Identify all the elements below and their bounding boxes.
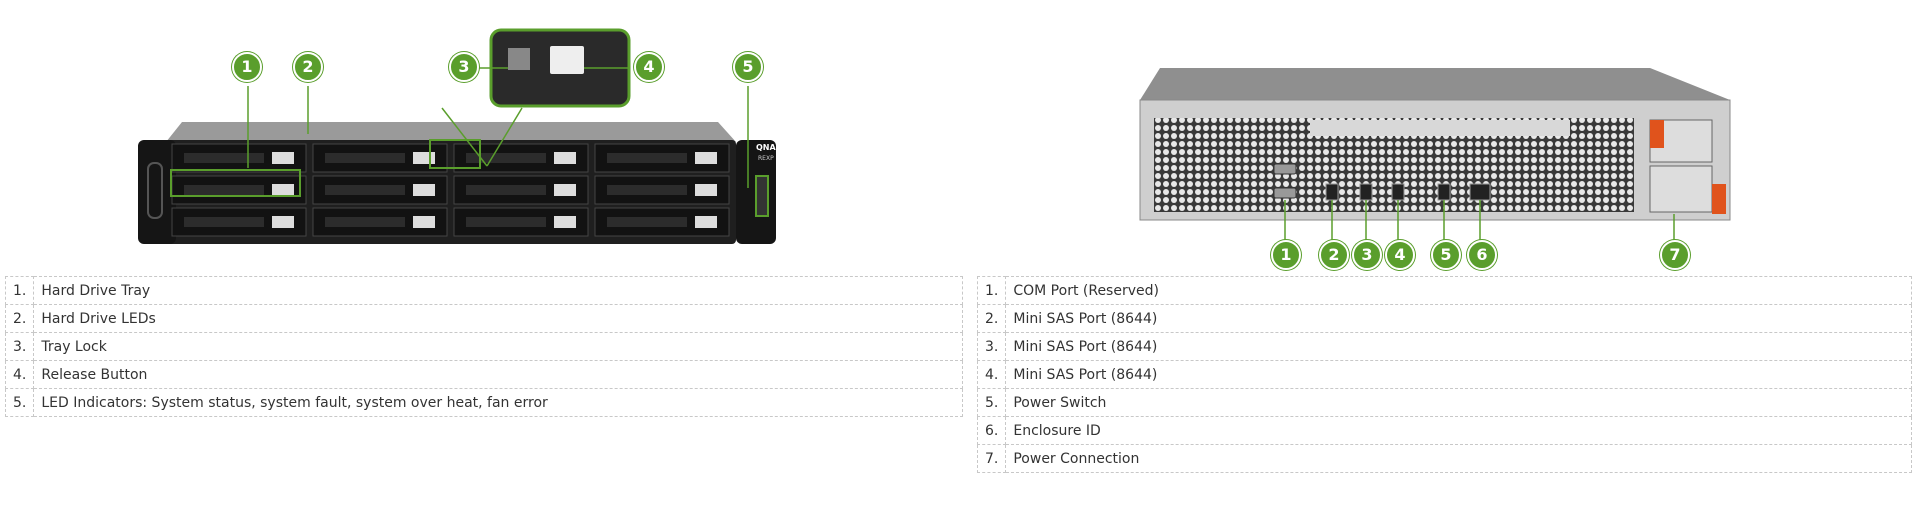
drive-trays [171,143,730,237]
rear-callout-5: 5 [1431,240,1461,270]
tray-grip [466,217,546,227]
front-item-label: Hard Drive LEDs [33,304,963,333]
table-row: 7.Power Connection [976,444,1912,473]
inset-release-button [550,46,584,74]
left-handle [147,162,163,219]
lock-highlight [429,139,481,169]
tray-grip [325,217,405,227]
psu-handle-2 [1712,184,1726,214]
enclosure-id [1469,183,1491,201]
tray-grip [466,153,546,163]
front-chassis-illustration: QNAP REXP [138,28,782,244]
front-item-label: Tray Lock [33,332,963,361]
tray-grip [607,217,687,227]
front-callout-3: 3 [449,52,479,82]
table-row: 4.Release Button [4,360,963,389]
rear-chassis-illustration [1139,68,1731,244]
table-row: 4.Mini SAS Port (8644) [976,360,1912,389]
front-view-figure: QNAP REXP 1 2 3 4 5 [130,28,790,248]
tray-grip [325,185,405,195]
table-row: 5.LED Indicators: System status, system … [4,388,963,417]
tray-release-button [413,152,435,164]
rear-callout-7: 7 [1660,240,1690,270]
rear-callout-4: 4 [1385,240,1415,270]
tray-grip [184,185,264,195]
table-row: 5.Power Switch [976,388,1912,417]
tray-grip [184,153,264,163]
front-callout-5: 5 [733,52,763,82]
rear-item-label: Enclosure ID [1005,416,1912,445]
rail [1310,120,1570,136]
rear-callout-2: 2 [1319,240,1349,270]
power-switch [1437,183,1451,201]
left-ear [138,140,176,244]
rear-callout-3: 3 [1352,240,1382,270]
tray-release-button [695,216,717,228]
com-port-2 [1273,187,1297,199]
inset-lock [508,48,530,70]
psu-2 [1649,165,1713,213]
rear-item-label: Power Connection [1005,444,1912,473]
tray-grip [607,185,687,195]
chassis-front [166,140,736,244]
table-row: 3.Tray Lock [4,332,963,361]
psu-handle-1 [1650,120,1664,148]
tray-release-button [272,184,294,196]
rear-chassis-top [1140,68,1730,100]
model-label: REXP [758,155,774,162]
led-indicator-panel [755,175,769,217]
tray-grip [607,153,687,163]
tray-release-button [695,184,717,196]
tray-release-button [413,216,435,228]
rear-item-label: Mini SAS Port (8644) [1005,304,1912,333]
front-callout-4: 4 [634,52,664,82]
rear-item-label: COM Port (Reserved) [1005,276,1912,305]
tray-release-button [554,216,576,228]
rear-legend-table: 1.COM Port (Reserved) 2.Mini SAS Port (8… [976,276,1912,473]
table-row: 2.Hard Drive LEDs [4,304,963,333]
table-row: 1.COM Port (Reserved) [976,276,1912,305]
rear-item-label: Mini SAS Port (8644) [1005,360,1912,389]
table-row: 2.Mini SAS Port (8644) [976,304,1912,333]
sas-port-1 [1325,183,1339,201]
front-item-label: Release Button [33,360,963,389]
tray-grip [184,217,264,227]
tray-release-button [413,184,435,196]
front-callout-1: 1 [232,52,262,82]
rear-item-label: Mini SAS Port (8644) [1005,332,1912,361]
table-row: 1.Hard Drive Tray [4,276,963,305]
table-row: 3.Mini SAS Port (8644) [976,332,1912,361]
tray-release-button [554,152,576,164]
rear-item-label: Power Switch [1005,388,1912,417]
tray-grip [466,185,546,195]
front-item-label: Hard Drive Tray [33,276,963,305]
tray-release-button [272,216,294,228]
sas-port-2 [1359,183,1373,201]
rear-view-figure: 1 2 3 4 5 6 7 [1130,60,1750,270]
tray-release-button [272,152,294,164]
rear-callout-6: 6 [1467,240,1497,270]
table-row: 6.Enclosure ID [976,416,1912,445]
com-port [1273,163,1297,175]
tray-grip [325,153,405,163]
zoom-line-right [486,107,523,167]
rear-callout-1: 1 [1271,240,1301,270]
tray-highlight [170,169,301,197]
front-callout-2: 2 [293,52,323,82]
tray-release-button [554,184,576,196]
front-item-label: LED Indicators: System status, system fa… [33,388,963,417]
front-legend-table: 1.Hard Drive Tray 2.Hard Drive LEDs 3.Tr… [4,276,963,417]
brand-label: QNAP [756,143,782,152]
tray-release-button [695,152,717,164]
sas-port-3 [1391,183,1405,201]
